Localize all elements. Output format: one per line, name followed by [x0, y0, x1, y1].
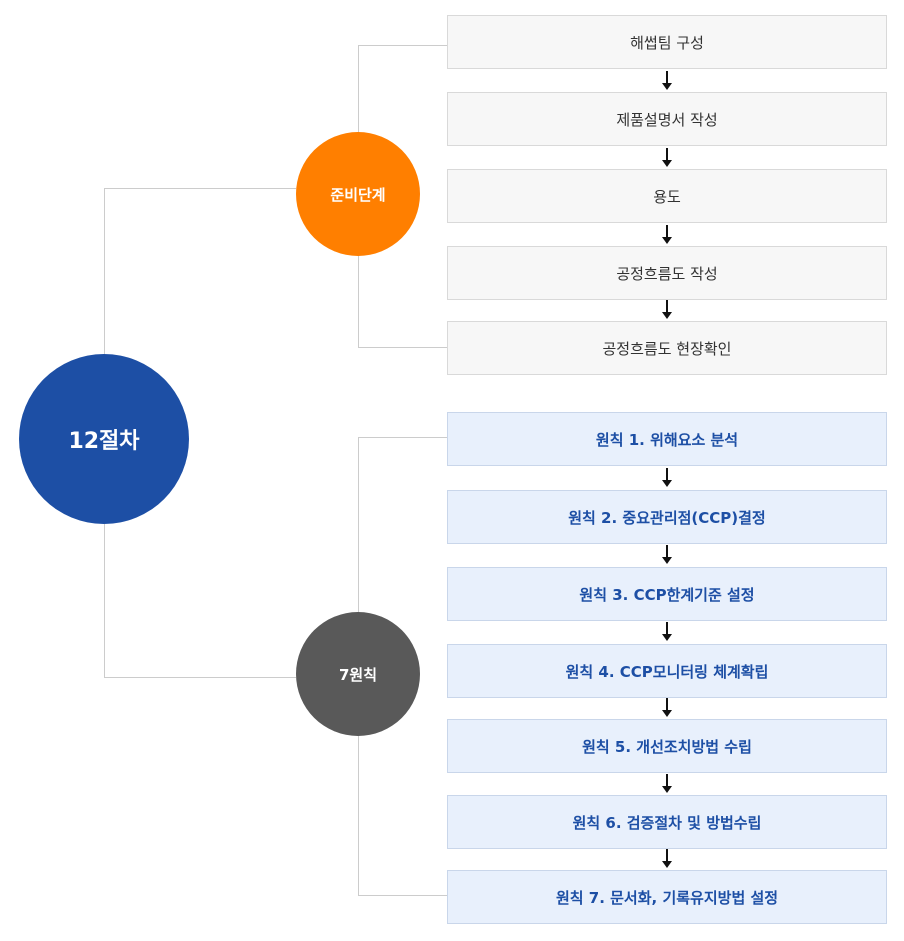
down-arrow-icon — [662, 849, 672, 868]
principle-step-2: 원칙 2. 중요관리점(CCP)결정 — [447, 490, 887, 544]
down-arrow-icon — [662, 225, 672, 244]
down-arrow-icon — [662, 468, 672, 487]
step-label: 공정흐름도 작성 — [616, 264, 718, 283]
step-label: 용도 — [653, 187, 681, 206]
step-label: 제품설명서 작성 — [616, 110, 718, 129]
preparation-step-4: 공정흐름도 작성 — [447, 246, 887, 300]
step-label: 원칙 7. 문서화, 기록유지방법 설정 — [555, 888, 779, 907]
preparation-step-2: 제품설명서 작성 — [447, 92, 887, 146]
down-arrow-icon — [662, 71, 672, 90]
down-arrow-icon — [662, 148, 672, 167]
step-label: 원칙 4. CCP모니터링 체계확립 — [565, 662, 769, 681]
main-to-preparation-line — [104, 188, 296, 354]
down-arrow-icon — [662, 622, 672, 641]
seven-principles-node: 7원칙 — [296, 612, 420, 736]
down-arrow-icon — [662, 300, 672, 319]
main-node-label: 12절차 — [68, 429, 140, 454]
principle-step-7: 원칙 7. 문서화, 기록유지방법 설정 — [447, 870, 887, 924]
principle-step-6: 원칙 6. 검증절차 및 방법수립 — [447, 795, 887, 849]
step-label: 원칙 1. 위해요소 분석 — [595, 430, 739, 449]
down-arrow-icon — [662, 698, 672, 717]
preparation-step-1: 해썹팀 구성 — [447, 15, 887, 69]
preparation-stage-node: 준비단계 — [296, 132, 420, 256]
step-label: 공정흐름도 현장확인 — [602, 339, 732, 358]
step-label: 원칙 5. 개선조치방법 수립 — [582, 737, 752, 756]
principle-step-3: 원칙 3. CCP한계기준 설정 — [447, 567, 887, 621]
principle-step-5: 원칙 5. 개선조치방법 수립 — [447, 719, 887, 773]
step-label: 원칙 3. CCP한계기준 설정 — [579, 585, 755, 604]
preparation-step-3: 용도 — [447, 169, 887, 223]
principle-step-4: 원칙 4. CCP모니터링 체계확립 — [447, 644, 887, 698]
down-arrow-icon — [662, 774, 672, 793]
step-label: 원칙 2. 중요관리점(CCP)결정 — [568, 508, 766, 527]
down-arrow-icon — [662, 545, 672, 564]
main-to-principles-line — [104, 524, 296, 678]
seven-principles-label: 7원칙 — [338, 665, 378, 684]
preparation-step-5: 공정흐름도 현장확인 — [447, 321, 887, 375]
step-label: 원칙 6. 검증절차 및 방법수립 — [572, 813, 762, 832]
preparation-stage-label: 준비단계 — [330, 185, 386, 204]
main-node-12-steps: 12절차 — [19, 354, 189, 524]
principle-step-1: 원칙 1. 위해요소 분석 — [447, 412, 887, 466]
step-label: 해썹팀 구성 — [630, 33, 704, 52]
